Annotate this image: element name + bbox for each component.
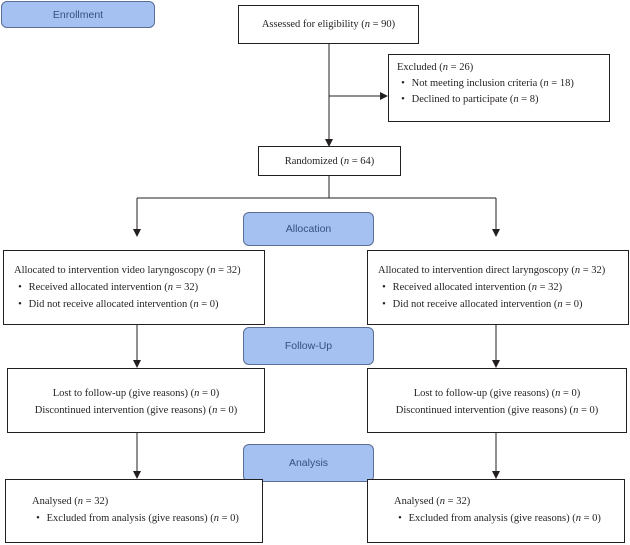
allocation-left-list: • Received allocated intervention (n = 3… — [14, 279, 264, 313]
followup-left-box: Lost to follow-up (give reasons) (n = 0)… — [7, 368, 265, 433]
randomized-box: Randomized (n = 64) — [258, 146, 401, 176]
allocation-right-list: • Received allocated intervention (n = 3… — [378, 279, 628, 313]
allocation-left-box: Allocated to intervention video laryngos… — [3, 250, 265, 325]
assessed-text: Assessed for eligibility (n = 90) — [261, 19, 396, 30]
list-item: • Excluded from analysis (give reasons) … — [398, 513, 601, 524]
allocation-right-box: Allocated to intervention direct laryngo… — [367, 250, 629, 325]
assessed-box: Assessed for eligibility (n = 90) — [238, 5, 419, 44]
followup-left-discontinued: Discontinued intervention (give reasons)… — [34, 405, 238, 416]
excluded-title: Excluded (n = 26) — [397, 62, 474, 73]
allocation-right-title: Allocated to intervention direct laryngo… — [378, 265, 606, 276]
randomized-text: Randomized (n = 64) — [284, 156, 375, 167]
allocation-left-title: Allocated to intervention video laryngos… — [14, 265, 241, 276]
analysis-left-box: Analysed (n = 32) • Excluded from analys… — [5, 479, 263, 543]
followup-right-box: Lost to follow-up (give reasons) (n = 0)… — [367, 368, 627, 433]
analysis-right-title: Analysed (n = 32) — [394, 496, 471, 507]
followup-right-discontinued: Discontinued intervention (give reasons)… — [395, 405, 599, 416]
list-item: • Did not receive allocated intervention… — [382, 299, 583, 310]
stage-allocation-label: Allocation — [285, 223, 332, 235]
list-item: • Not meeting inclusion criteria (n = 18… — [401, 78, 574, 89]
list-item: • Did not receive allocated intervention… — [18, 299, 219, 310]
analysis-right-box: Analysed (n = 32) • Excluded from analys… — [367, 479, 625, 543]
list-item: • Received allocated intervention (n = 3… — [382, 282, 563, 293]
analysis-right-list: • Excluded from analysis (give reasons) … — [394, 510, 624, 527]
stage-enrollment: Enrollment — [1, 1, 155, 28]
excluded-box: Excluded (n = 26) • Not meeting inclusio… — [388, 54, 610, 122]
excluded-list: • Not meeting inclusion criteria (n = 18… — [397, 76, 609, 108]
stage-follow-up: Follow-Up — [243, 327, 374, 365]
list-item: • Excluded from analysis (give reasons) … — [36, 513, 239, 524]
stage-allocation: Allocation — [243, 212, 374, 246]
list-item: • Received allocated intervention (n = 3… — [18, 282, 199, 293]
stage-analysis: Analysis — [243, 444, 374, 482]
followup-left-lost: Lost to follow-up (give reasons) (n = 0) — [52, 388, 220, 399]
analysis-left-list: • Excluded from analysis (give reasons) … — [32, 510, 262, 527]
stage-analysis-label: Analysis — [288, 457, 329, 469]
list-item: • Declined to participate (n = 8) — [401, 94, 539, 105]
stage-enrollment-label: Enrollment — [52, 8, 104, 21]
stage-follow-up-label: Follow-Up — [284, 340, 333, 352]
analysis-left-title: Analysed (n = 32) — [32, 496, 109, 507]
followup-right-lost: Lost to follow-up (give reasons) (n = 0) — [413, 388, 581, 399]
